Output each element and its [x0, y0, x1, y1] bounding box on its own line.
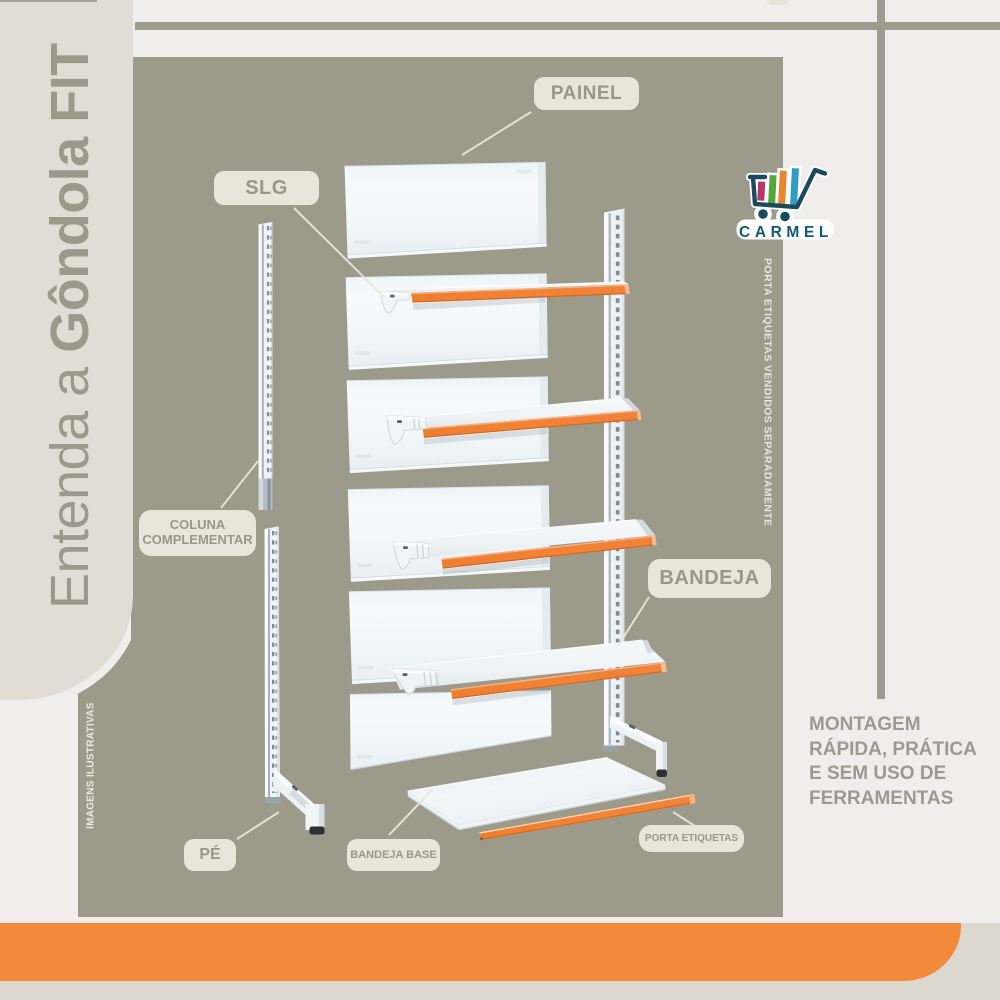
svg-text:PORTA ETIQUETAS VENDIDOS SEPAR: PORTA ETIQUETAS VENDIDOS SEPARADAMENTE: [762, 258, 774, 527]
svg-text:IMAGENS ILUSTRATIVAS: IMAGENS ILUSTRATIVAS: [86, 702, 97, 829]
svg-text:CARMEL: CARMEL: [739, 224, 833, 241]
